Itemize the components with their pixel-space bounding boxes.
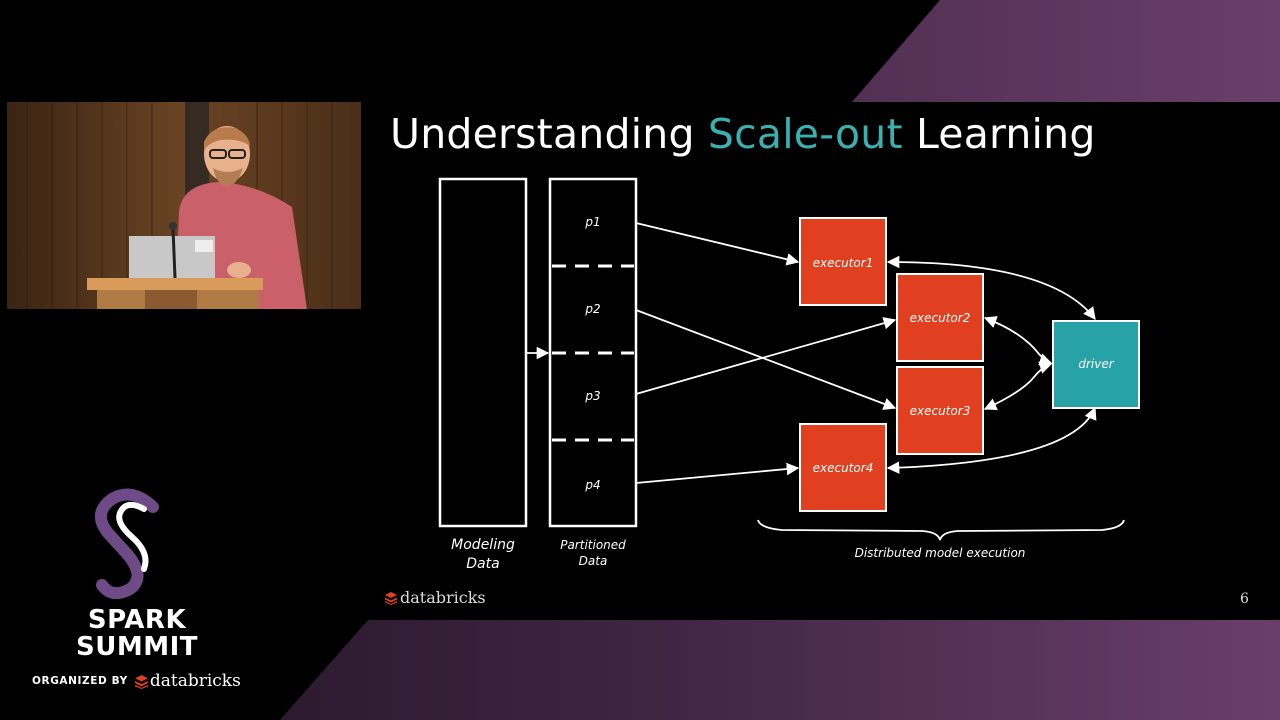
- distributed-brace: [757, 519, 1125, 541]
- slide-title: Understanding Scale-out Learning: [390, 110, 1250, 158]
- title-part1: Understanding: [390, 110, 708, 158]
- p3-to-executor2-arrow: [635, 317, 897, 395]
- databricks-icon: [385, 591, 397, 605]
- brand-line-spark: SPARK: [87, 605, 187, 635]
- page-number: 6: [1240, 591, 1249, 607]
- partition-p2: p2: [584, 302, 600, 316]
- scale-out-diagram: Modeling Data p1 p2 p3 p4 Partitioned Da…: [438, 177, 1140, 572]
- partitioned-label-line1: Partitioned: [560, 538, 626, 552]
- partition-p4: p4: [584, 478, 600, 492]
- driver-label: driver: [1078, 357, 1114, 371]
- executor4-driver-arrow: [886, 406, 1097, 474]
- spark-summit-logo-icon: [95, 488, 159, 600]
- modeling-data-box: [438, 177, 528, 528]
- slide-footer-logo: databricks: [384, 588, 486, 607]
- p2-to-executor3-arrow: [635, 309, 897, 410]
- databricks-icon: [134, 674, 148, 689]
- executor2-driver-arrow: [983, 316, 1053, 366]
- executor3-box: [896, 366, 984, 455]
- driver-box: [1052, 320, 1140, 409]
- modeling-label-line1: Modeling: [451, 537, 515, 553]
- executor2-label: executor2: [910, 311, 971, 325]
- executor3-driver-arrow: [983, 361, 1053, 410]
- distributed-label: Distributed model execution: [855, 546, 1026, 560]
- slide-footer-brand: databricks: [400, 588, 486, 607]
- brand-line-summit: SUMMIT: [76, 632, 198, 662]
- bottom-decor-band: [280, 620, 1280, 720]
- modeling-label-line2: Data: [466, 556, 499, 572]
- p1-to-executor1-arrow: [635, 222, 800, 266]
- partitioned-label-line2: Data: [579, 554, 608, 568]
- executor3-label: executor3: [910, 404, 971, 418]
- partition-p3: p3: [584, 389, 600, 403]
- p4-to-executor4-arrow: [635, 462, 800, 484]
- speaker-video: [7, 102, 361, 309]
- organizer-name: databricks: [149, 671, 241, 691]
- title-part2: Learning: [902, 110, 1096, 158]
- executor4-box: [799, 423, 887, 512]
- executor1-label: executor1: [813, 256, 874, 270]
- partition-p1: p1: [584, 215, 600, 229]
- top-decor-band: [852, 0, 1280, 102]
- spark-summit-wordmark: SPARK SUMMIT: [72, 607, 202, 661]
- executor2-box: [896, 273, 984, 362]
- executor4-label: executor4: [813, 461, 874, 475]
- spark-summit-branding: SPARK SUMMIT ORGANIZED BY databricks: [20, 485, 260, 695]
- partitioned-data-box: [548, 177, 638, 528]
- executor1-driver-arrow: [886, 255, 1096, 321]
- organized-by: ORGANIZED BY databricks: [32, 671, 241, 691]
- executor1-box: [799, 217, 887, 306]
- organized-by-label: ORGANIZED BY: [32, 675, 128, 687]
- presentation-slide: Understanding Scale-out Learning Modelin…: [362, 102, 1280, 620]
- title-highlight: Scale-out: [707, 110, 903, 158]
